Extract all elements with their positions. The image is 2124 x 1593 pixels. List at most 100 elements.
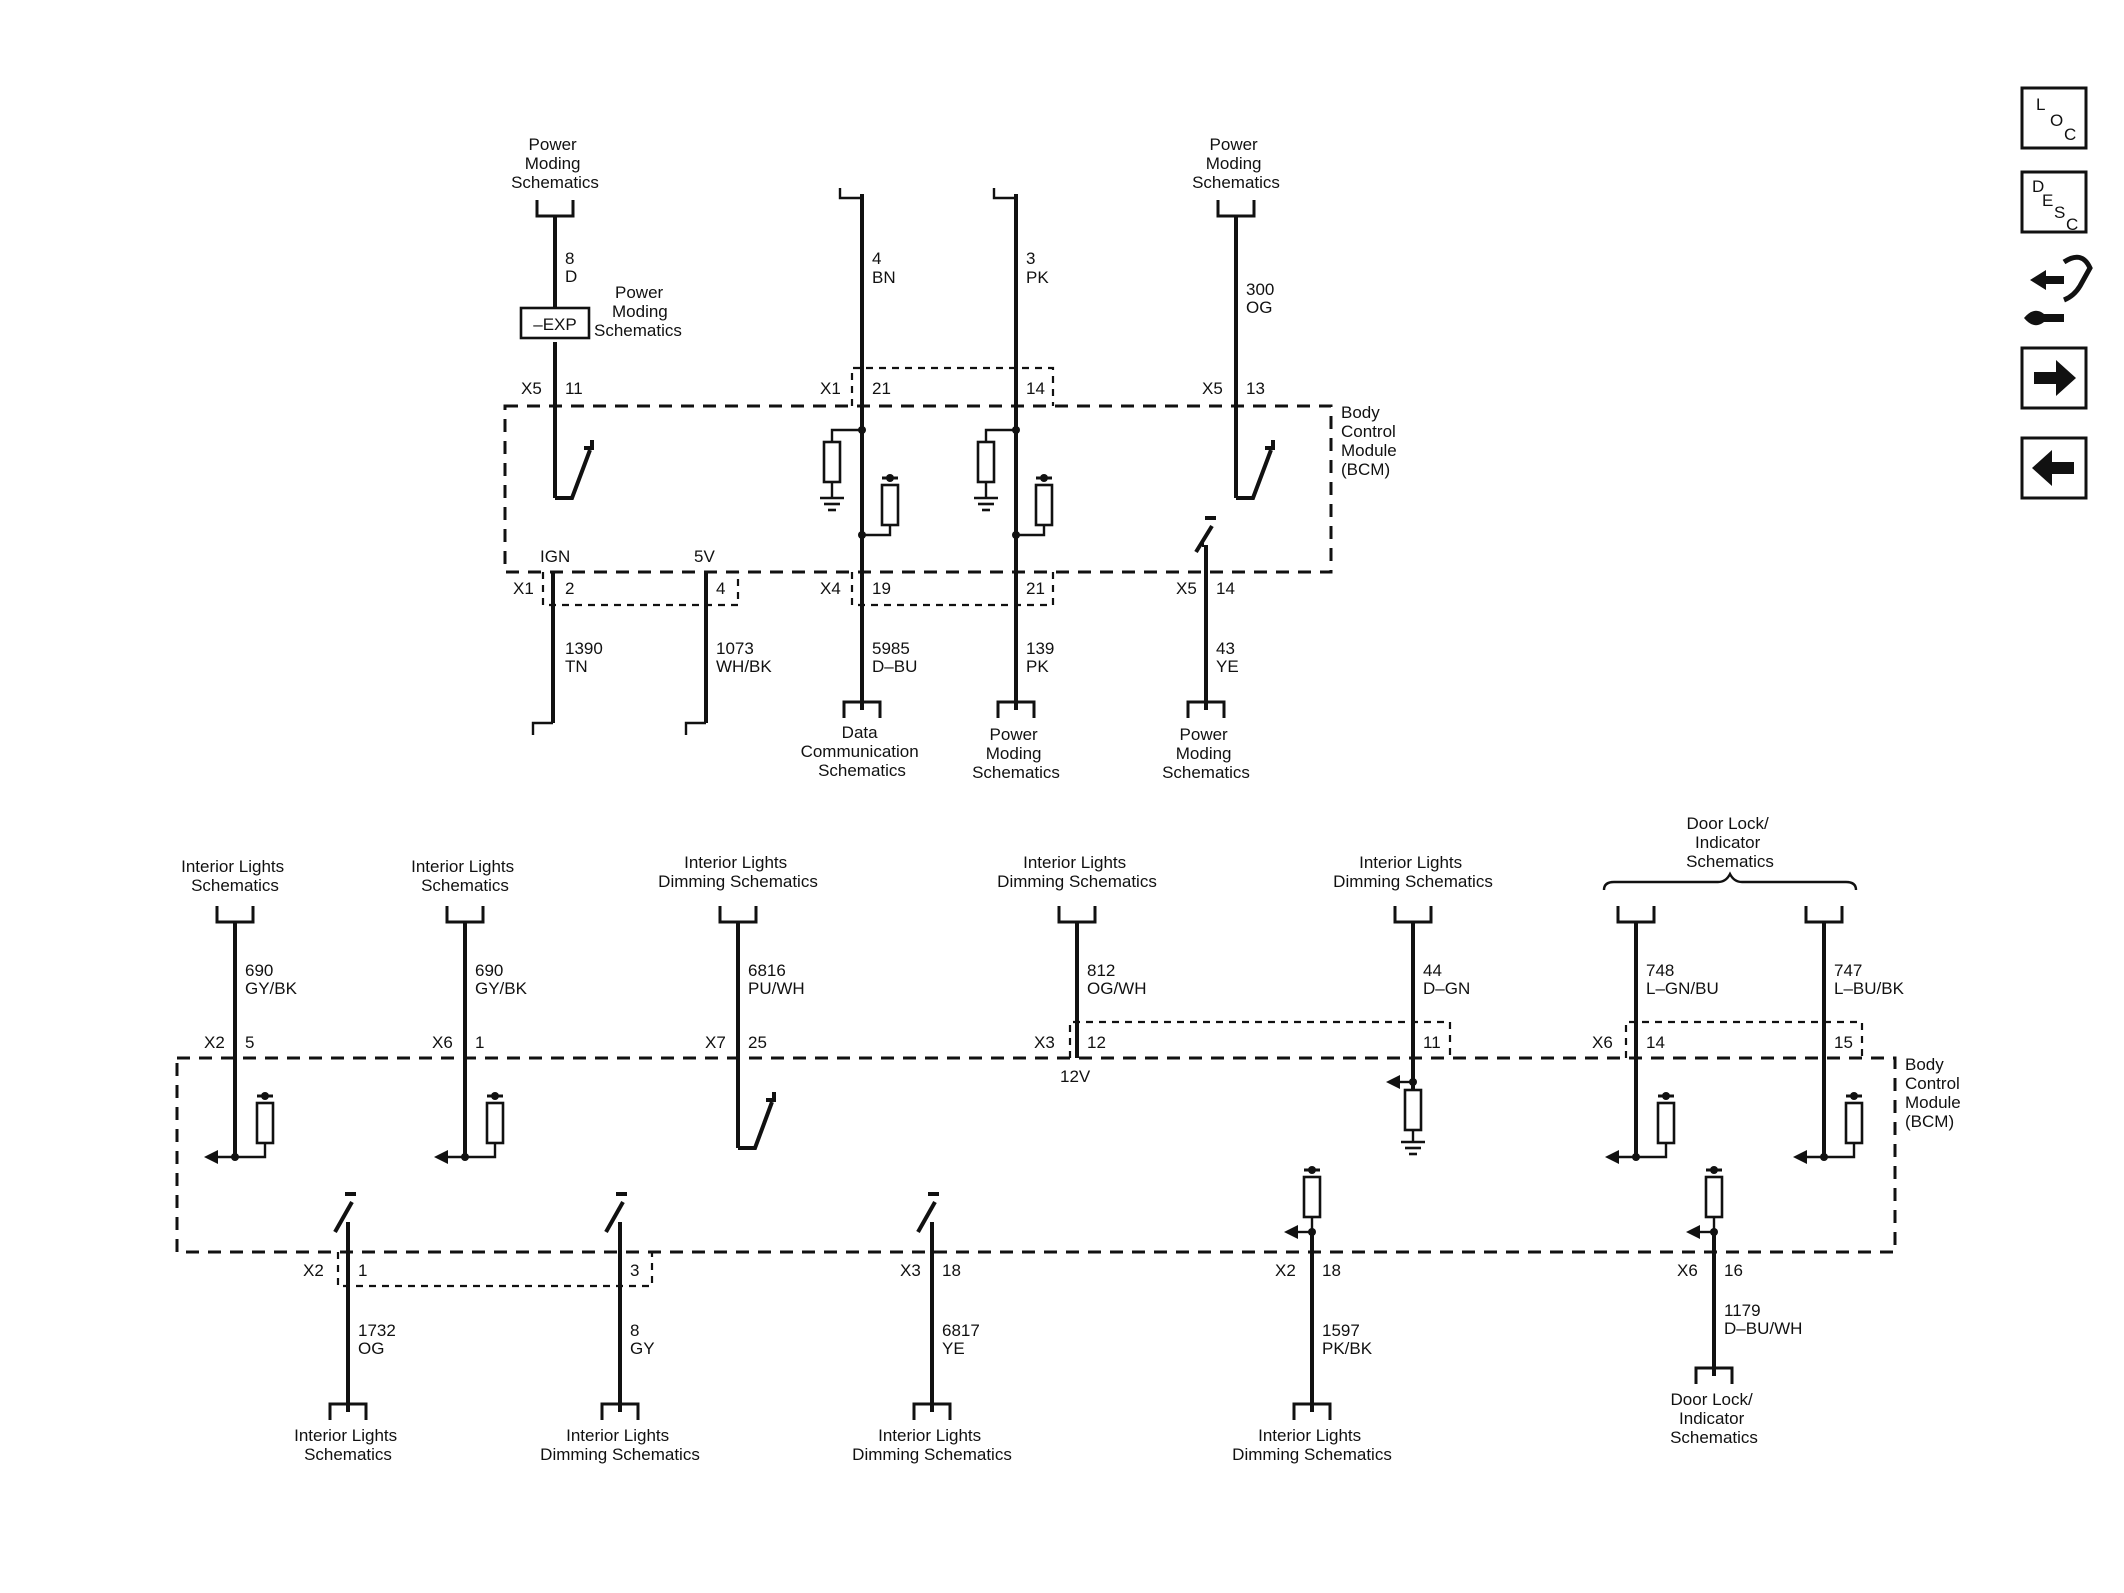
- pin-16: 16: [1724, 1261, 1743, 1280]
- pin-3: 3: [630, 1261, 639, 1280]
- pin-19: 19: [872, 579, 891, 598]
- exp-label: –EXP: [533, 315, 576, 334]
- conn-x2b: X2: [303, 1261, 324, 1280]
- pin-5: 5: [245, 1033, 254, 1052]
- svg-text:E: E: [2042, 191, 2053, 210]
- svg-text:C: C: [2066, 215, 2078, 234]
- ign-label: IGN: [540, 547, 570, 566]
- conn-x2c: X2: [1275, 1261, 1296, 1280]
- bcm-label-top: Body Control Module (BCM): [1341, 403, 1402, 479]
- pm-exp-label: Power Moding Schematics: [594, 283, 682, 340]
- bl5-label: Door Lock/ Indicator Schematics: [1670, 1390, 1758, 1447]
- pin-1b: 1: [358, 1261, 367, 1280]
- bl4-label: Interior Lights Dimming Schematics: [1232, 1426, 1392, 1464]
- pin-1: 1: [475, 1033, 484, 1052]
- 12v-label: 12V: [1060, 1067, 1091, 1086]
- nav-bar: L O C D E S C: [2020, 86, 2093, 500]
- pm-b2-label: Power Moding Schematics: [1162, 725, 1250, 782]
- pin-14b: 14: [1216, 579, 1235, 598]
- il1-label: Interior Lights Schematics: [181, 857, 289, 895]
- pin-18: 18: [942, 1261, 961, 1280]
- next-arrow-icon[interactable]: [2020, 346, 2088, 410]
- top-section: Body Control Module (BCM) Power Moding S…: [503, 135, 1402, 782]
- conn-x7: X7: [705, 1033, 726, 1052]
- pin-14c: 14: [1646, 1033, 1665, 1052]
- pin-14: 14: [1026, 379, 1045, 398]
- conn-x5: X5: [521, 379, 542, 398]
- bcm-box-top: [503, 404, 1333, 574]
- prev-arrow-icon[interactable]: [2020, 436, 2088, 500]
- loc-button[interactable]: L O C: [2020, 86, 2088, 150]
- bl1-label: Interior Lights Schematics: [294, 1426, 402, 1464]
- bcm-box-bottom: [175, 1056, 1897, 1254]
- ild3-label: Interior Lights Dimming Schematics: [1333, 853, 1493, 891]
- conn-x6b: X6: [1592, 1033, 1613, 1052]
- conn-x1b: X1: [513, 579, 534, 598]
- conn-x5c: X5: [1176, 579, 1197, 598]
- pm-right-label: Power Moding Schematics: [1192, 135, 1280, 192]
- door-label: Door Lock/ Indicator Schematics: [1686, 814, 1774, 871]
- bottom-section: Body Control Module (BCM) Interior Light…: [175, 814, 1966, 1464]
- connector-icon[interactable]: [2024, 254, 2093, 326]
- 5v-label: 5V: [694, 547, 715, 566]
- pm-left-label: Power Moding Schematics: [511, 135, 599, 192]
- pin-12: 12: [1087, 1033, 1106, 1052]
- ild1-label: Interior Lights Dimming Schematics: [658, 853, 818, 891]
- data-comm-label: Data Communication Schematics: [801, 723, 924, 780]
- bcm-label-bottom: Body Control Module (BCM): [1905, 1055, 1966, 1131]
- conn-x6: X6: [432, 1033, 453, 1052]
- desc-button[interactable]: D E S C: [2020, 170, 2088, 234]
- pin-21: 21: [872, 379, 891, 398]
- svg-text:D: D: [2032, 177, 2044, 196]
- pin-21b: 21: [1026, 579, 1045, 598]
- x1-connector-bottom: [541, 572, 740, 607]
- pin-15: 15: [1834, 1033, 1853, 1052]
- conn-x6c: X6: [1677, 1261, 1698, 1280]
- conn-x5b: X5: [1202, 379, 1223, 398]
- svg-text:S: S: [2054, 203, 2065, 222]
- pin-2: 2: [565, 579, 574, 598]
- plug-icon: [535, 198, 575, 218]
- svg-text:C: C: [2064, 125, 2076, 144]
- il2-label: Interior Lights Schematics: [411, 857, 519, 895]
- pin-18b: 18: [1322, 1261, 1341, 1280]
- svg-text:L: L: [2036, 95, 2045, 114]
- x4-connector-bottom: [850, 572, 1055, 607]
- bl3-label: Interior Lights Dimming Schematics: [852, 1426, 1012, 1464]
- pin-11: 11: [565, 379, 583, 398]
- conn-x4: X4: [820, 579, 841, 598]
- conn-x3: X3: [1034, 1033, 1055, 1052]
- conn-x2: X2: [204, 1033, 225, 1052]
- pin-4: 4: [716, 579, 725, 598]
- exp-box: [519, 306, 591, 340]
- conn-x1: X1: [820, 379, 841, 398]
- pin-13: 13: [1246, 379, 1265, 398]
- bl2-label: Interior Lights Dimming Schematics: [540, 1426, 700, 1464]
- pin-11b: 11: [1423, 1033, 1441, 1052]
- pm-b1-label: Power Moding Schematics: [972, 725, 1060, 782]
- x1-connector-top: [850, 366, 1055, 406]
- pin-25: 25: [748, 1033, 767, 1052]
- ild2-label: Interior Lights Dimming Schematics: [997, 853, 1157, 891]
